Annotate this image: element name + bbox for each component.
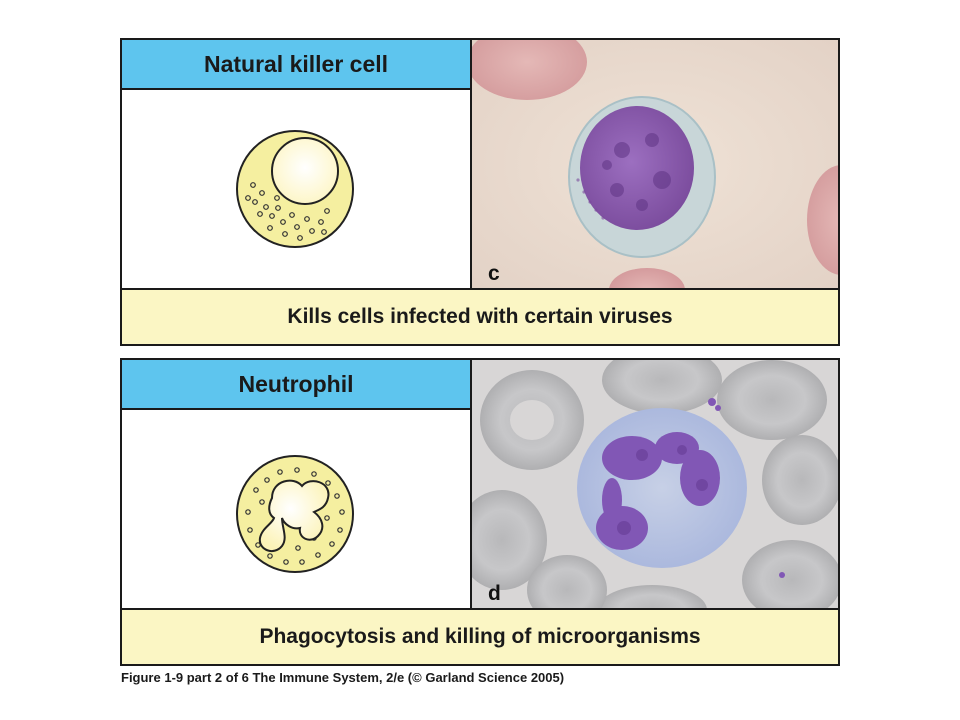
multilobed-nucleus <box>258 479 330 553</box>
nk-cell-diagram <box>122 90 472 288</box>
nk-nucleus-stained <box>580 106 694 230</box>
panel-title: Natural killer cell <box>122 40 472 90</box>
neutrophil-nucleus-lobes <box>596 432 720 550</box>
panel-natural-killer-cell: Natural killer cell <box>120 38 840 346</box>
panel-caption: Kills cells infected with certain viruse… <box>122 288 838 344</box>
panel-letter: d <box>488 582 501 605</box>
panel-title: Neutrophil <box>122 360 472 410</box>
cell-nucleus <box>271 137 339 205</box>
figure-caption: Figure 1-9 part 2 of 6 The Immune System… <box>121 670 565 685</box>
panel-caption: Phagocytosis and killing of microorganis… <box>122 608 838 664</box>
neutrophil-micrograph-image: d <box>472 360 838 608</box>
nk-cell-micrograph: c <box>472 40 838 288</box>
panel-neutrophil: Neutrophil <box>120 358 840 666</box>
neutrophil-diagram <box>122 410 472 608</box>
nk-cell-illustration <box>236 130 354 248</box>
granules <box>245 182 330 241</box>
neutrophil-illustration <box>236 455 354 573</box>
panel-letter: c <box>488 262 500 285</box>
red-blood-cells <box>472 360 838 608</box>
neutrophil-cytoplasm <box>577 408 747 568</box>
nk-micrograph-image: c <box>472 40 838 288</box>
neutrophil-micrograph: d <box>472 360 838 608</box>
